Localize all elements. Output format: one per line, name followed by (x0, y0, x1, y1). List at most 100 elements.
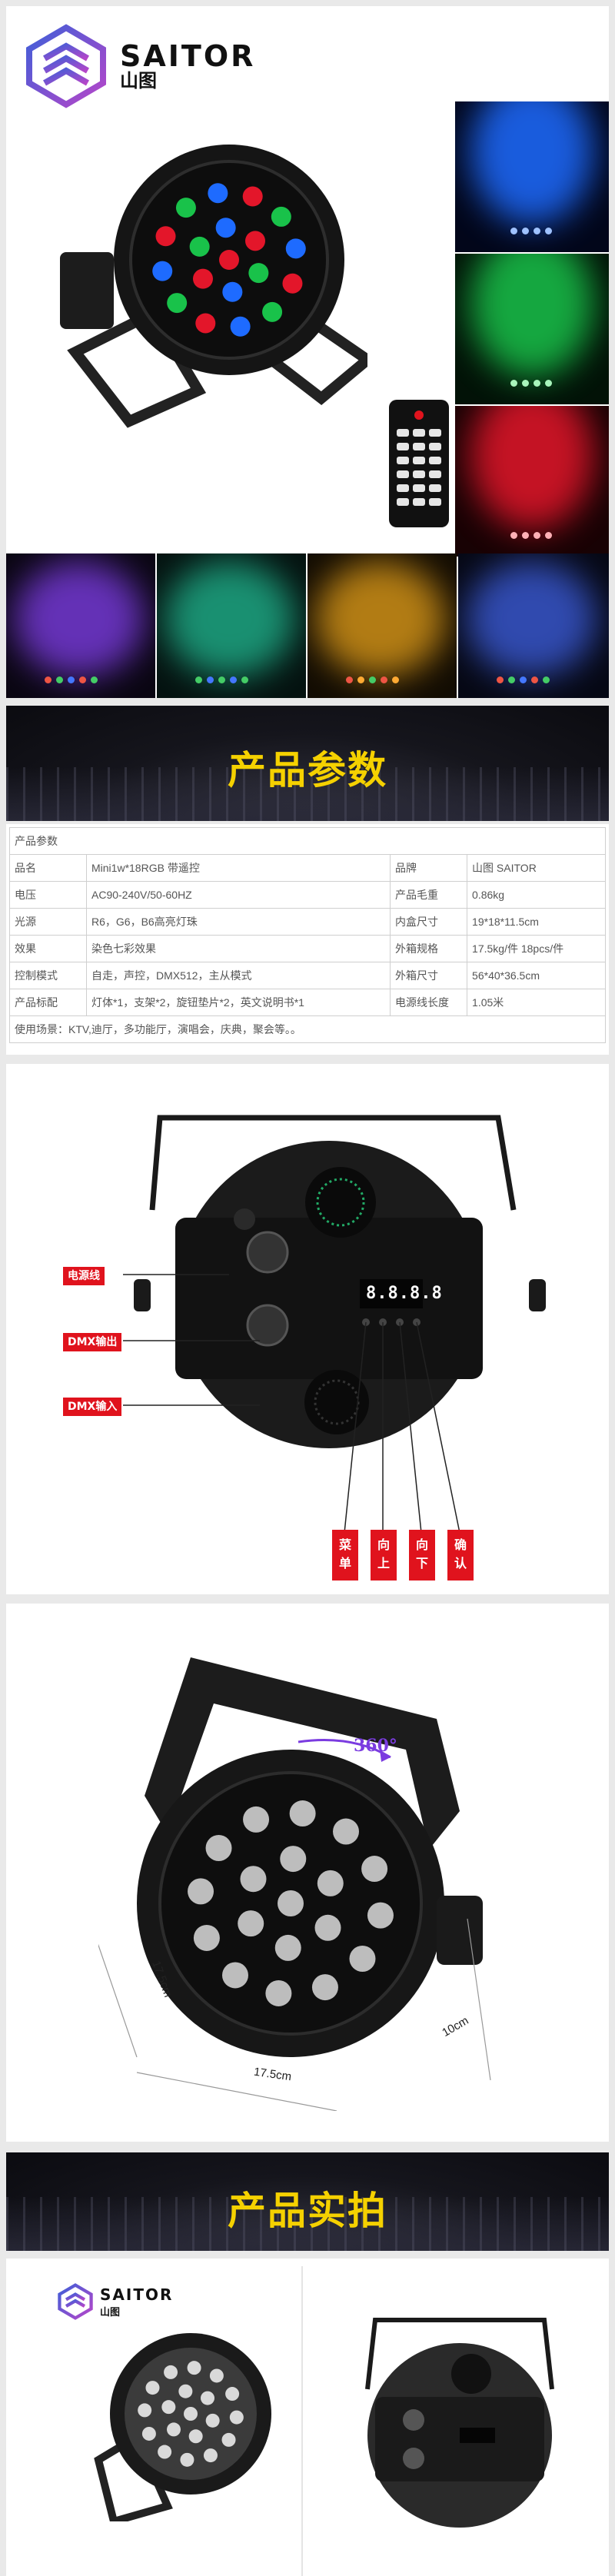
spec-key: 光源 (9, 908, 87, 936)
remote-control-image (389, 400, 449, 527)
led-icon (282, 273, 303, 294)
led-icon (155, 226, 176, 247)
led-icon (201, 2391, 215, 2405)
spec-value: R6，G6，B6高亮灯珠 (85, 908, 391, 936)
spec-key: 电压 (9, 881, 87, 909)
led-icon (278, 1890, 304, 1916)
led-icon (271, 206, 291, 227)
spec-value: 19*18*11.5cm (467, 908, 606, 936)
spec-header: 产品参数 (9, 827, 606, 855)
led-icon (242, 186, 263, 207)
led-icon (265, 1979, 292, 2006)
up-button-label: 向 上 (371, 1530, 397, 1581)
led-icon (219, 250, 239, 270)
red-light-photo (455, 406, 609, 557)
multicolor-light-photo (458, 553, 609, 698)
led-icon (221, 2432, 236, 2447)
spec-key: 产品标配 (9, 989, 87, 1016)
spec-value: 山图 SAITOR (467, 854, 606, 882)
spec-key: 品名 (9, 854, 87, 882)
spec-key: 外箱规格 (390, 935, 468, 962)
led-icon (195, 313, 216, 334)
led-icon (245, 231, 266, 251)
led-icon (192, 268, 213, 289)
led-icon (215, 218, 236, 238)
led-icon (158, 2445, 172, 2459)
spec-value: 自走，声控，DMX512，主从模式 (85, 962, 391, 989)
dimensions-section: 360° 17.5cm 17.5cm 10cm (6, 1604, 609, 2142)
led-icon (193, 1924, 220, 1951)
saitor-logo-small-icon (58, 2283, 93, 2320)
led-icon (180, 2452, 194, 2467)
led-icon (208, 183, 228, 204)
front-photo (94, 2333, 271, 2521)
brand-name-cn: 山图 (120, 70, 157, 91)
photo-brand-logo: SAITOR 山图 (57, 2283, 173, 2320)
back-panel-section: 8.8.8.8 电源线 DMX输出 DMX输入 菜 单 向 上 向 下 确 认 (6, 1064, 609, 1594)
led-icon (189, 236, 210, 257)
leader-lines (123, 1274, 460, 1534)
led-icon (230, 316, 251, 337)
blue-light-photo (455, 101, 609, 252)
led-icon (167, 293, 188, 314)
confirm-char-1: 确 (454, 1537, 467, 1552)
dmx-in-label: DMX输入 (63, 1398, 122, 1416)
spec-key: 内盒尺寸 (390, 908, 468, 936)
led-icon (349, 1946, 376, 1973)
spec-value: 56*40*36.5cm (467, 962, 606, 989)
led-icon (205, 2413, 220, 2428)
spec-header-row: 产品参数 (9, 827, 606, 855)
led-icon (161, 2400, 176, 2415)
params-banner: 产品参数 (6, 706, 609, 821)
photo-divider (301, 2266, 303, 2576)
cyan-light-photo (157, 553, 306, 698)
spec-value: 17.5kg/件 18pcs/件 (467, 935, 606, 962)
led-icon (289, 1800, 316, 1827)
led-icon (240, 1866, 267, 1893)
spec-value: AC90-240V/50-60HZ (85, 881, 391, 909)
led-icon (145, 2381, 160, 2395)
photo-brand-name-en: SAITOR (100, 2285, 174, 2304)
spec-key: 品牌 (390, 854, 468, 882)
led-icon (225, 2387, 240, 2401)
led-icon (285, 238, 306, 259)
led-icon (361, 1856, 388, 1883)
spec-key: 电源线长度 (390, 989, 468, 1016)
led-icon (367, 1902, 394, 1929)
led-icon (229, 2410, 244, 2425)
led-icon (222, 281, 243, 302)
saitor-logo-icon (26, 24, 106, 108)
led-icon (164, 2365, 178, 2379)
led-icon (184, 2407, 198, 2421)
led-icon (314, 1914, 341, 1941)
menu-char-2: 单 (338, 1556, 351, 1571)
led-icon (209, 2368, 224, 2383)
par-light-product-image (60, 145, 367, 428)
led-icon (333, 1818, 360, 1845)
back-panel-image (134, 1115, 546, 1448)
led-icon (187, 2361, 201, 2375)
led-icon (248, 263, 269, 284)
brand-logo: SAITOR 山图 (23, 23, 255, 109)
spec-key: 产品毛重 (390, 881, 468, 909)
led-icon (188, 1878, 214, 1905)
spec-footer-row: 使用场景：KTV,迪厅，多功能厅，演唱会，庆典，聚会等。。 (9, 1015, 606, 1043)
down-char-1: 向 (415, 1537, 428, 1552)
led-icon (311, 1974, 338, 2001)
spec-value: Mini1w*18RGB 带遥控 (85, 854, 391, 882)
up-char-1: 向 (377, 1537, 390, 1552)
brand-name-en: SAITOR (120, 39, 256, 73)
rotation-label: 360° (354, 1736, 397, 1756)
spec-key: 外箱尺寸 (390, 962, 468, 989)
led-icon (317, 1870, 344, 1896)
spec-key: 效果 (9, 935, 87, 962)
photo-brand-name-cn: 山图 (100, 2306, 121, 2318)
dimension-product-image (98, 1657, 491, 2111)
back-photo (365, 2318, 554, 2528)
